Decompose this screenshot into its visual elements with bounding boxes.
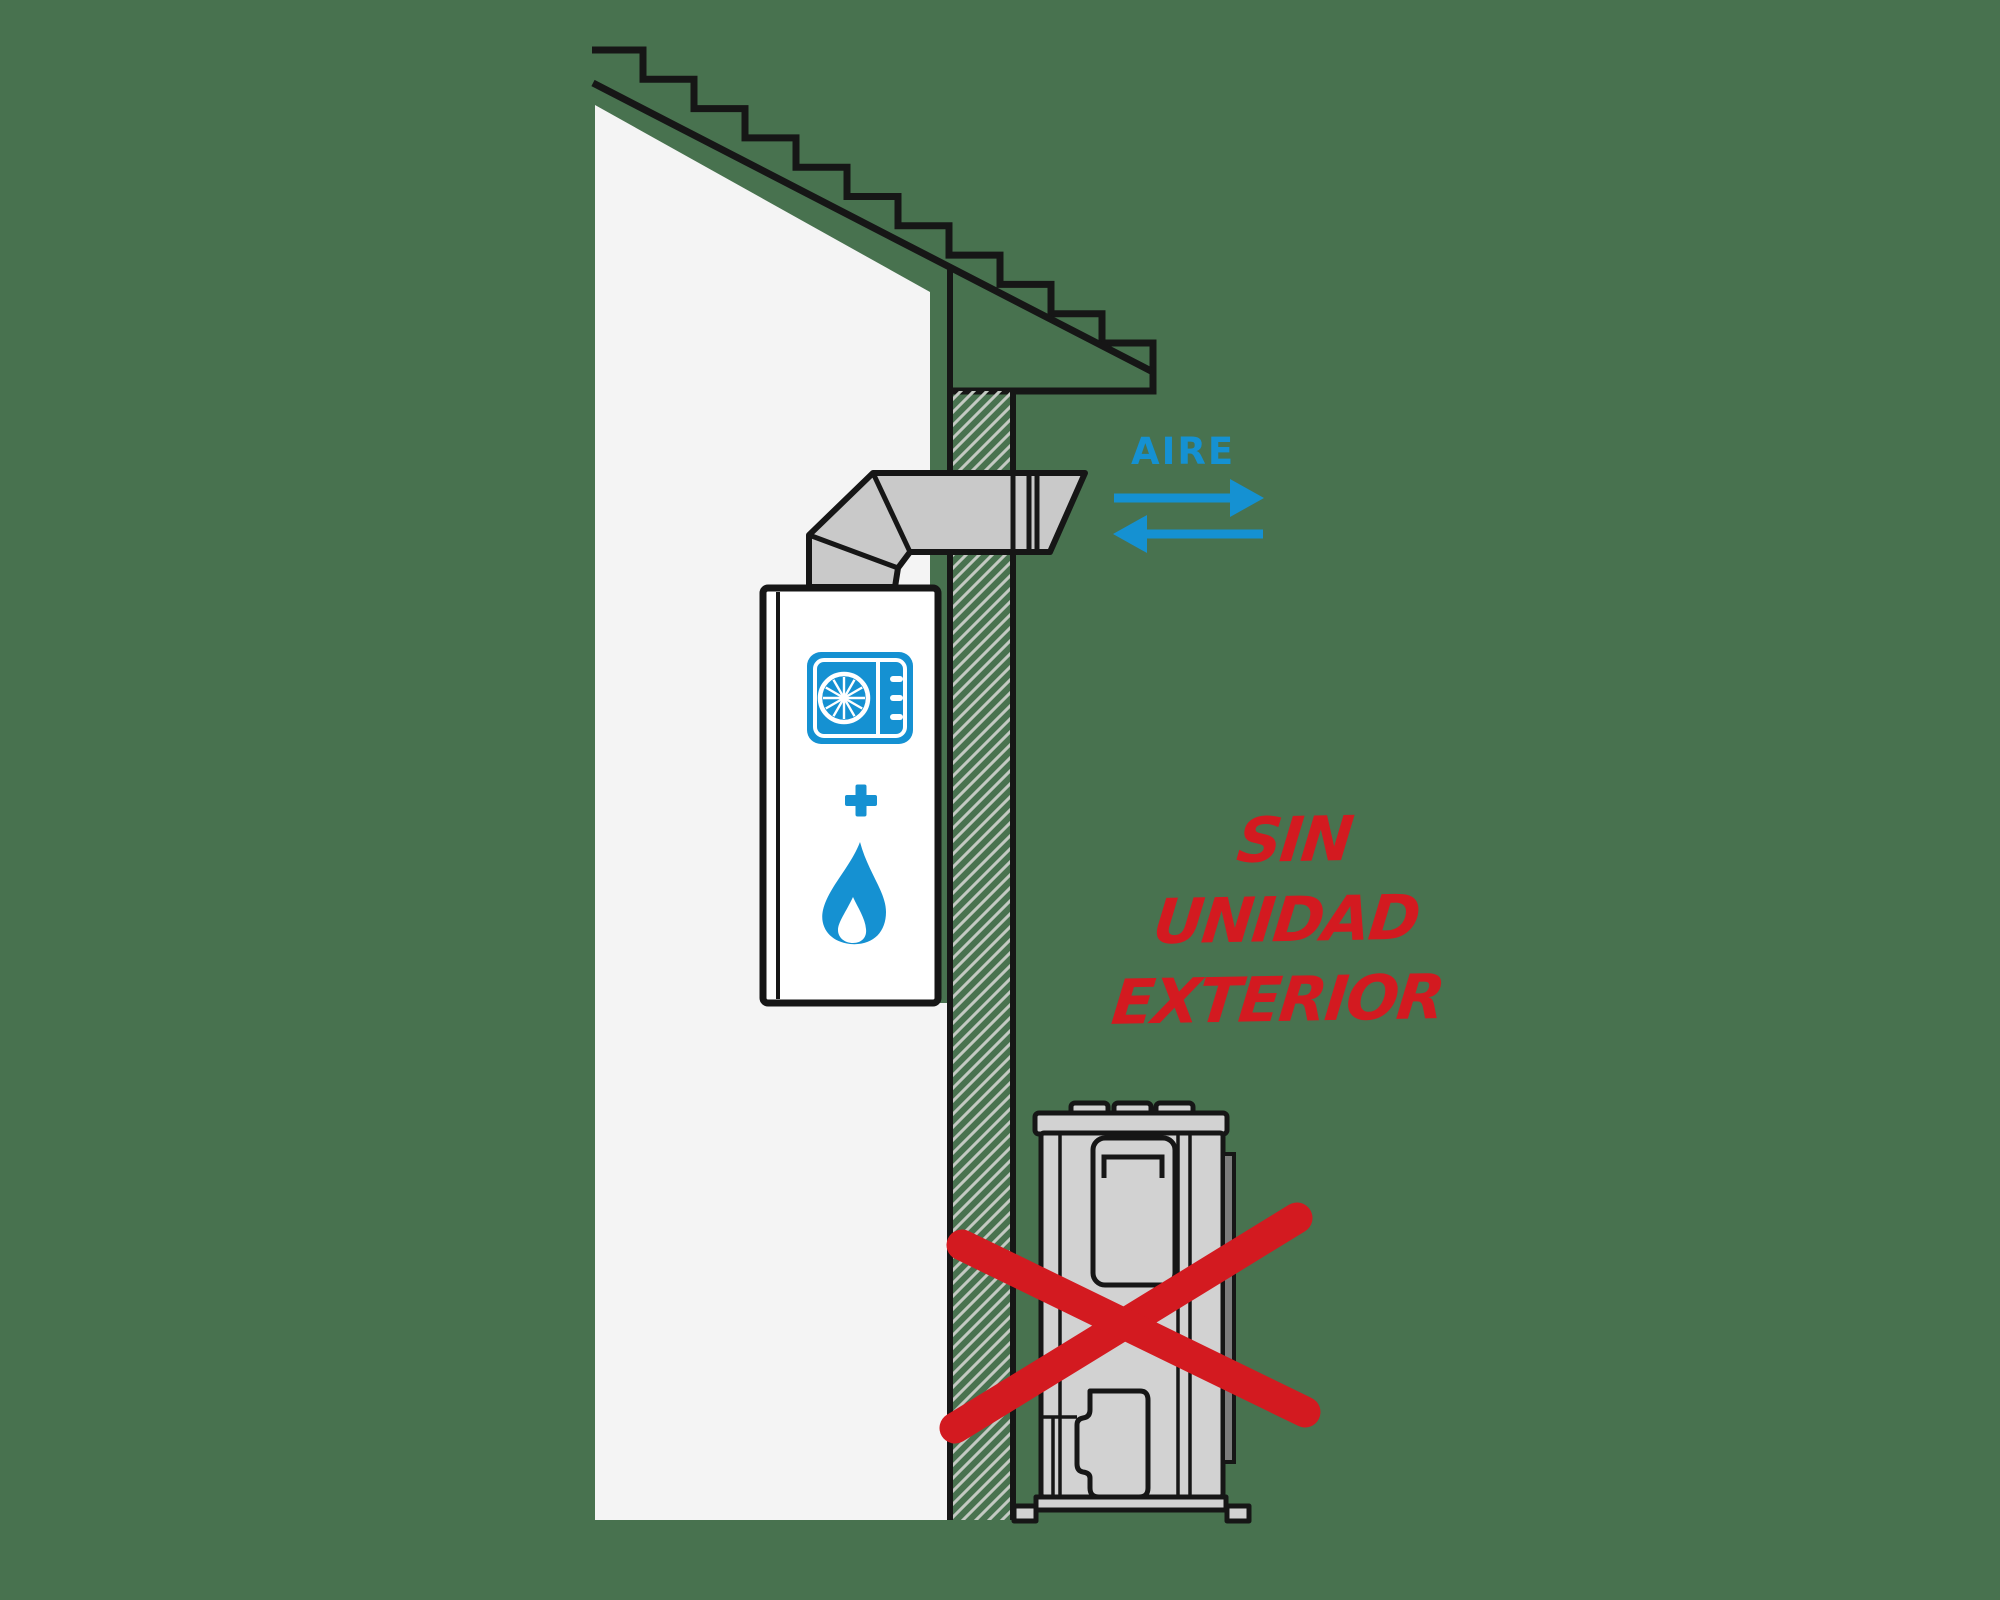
roof-shingles (592, 46, 1157, 373)
roof (591, 46, 1157, 395)
no-outdoor-unit-line1: SIN (1233, 802, 1356, 877)
air-arrows (1113, 479, 1264, 553)
flue-duct (806, 470, 1088, 590)
gas-flame-icon (822, 842, 886, 945)
no-outdoor-unit-line2: UNIDAD (1149, 880, 1423, 959)
unit-foot-left (1011, 1503, 1039, 1524)
no-outdoor-unit-label: SIN UNIDAD EXTERIOR (1043, 796, 1529, 1044)
air-label: AIRE (1131, 430, 1236, 473)
unit-grille-bracket (1101, 1154, 1165, 1178)
unit-foot-right (1224, 1503, 1252, 1524)
roof-fascia (950, 370, 1157, 395)
wall-hatch-fill (950, 391, 1013, 1520)
unit-side-tab (1221, 1152, 1236, 1464)
vent-dashes-icon (890, 676, 903, 720)
exterior-wall-section (947, 391, 1016, 1520)
air-arrow-right-icon (1114, 479, 1264, 517)
unit-lower-panel (1074, 1388, 1151, 1500)
air-arrow-left-icon (1113, 515, 1263, 553)
no-outdoor-unit-line3: EXTERIOR (1108, 960, 1447, 1039)
duct-elbow-seam-upper (870, 471, 913, 554)
fan-icon (817, 671, 871, 725)
outdoor-unit (1011, 1100, 1252, 1524)
heat-pump-unit-icon (807, 652, 913, 744)
hybrid-boiler (759, 584, 942, 1007)
duct-elbow-seam-lower (808, 532, 899, 571)
unit-front-grille (1090, 1135, 1178, 1288)
cross-out-icon (939, 1202, 1321, 1444)
plus-icon (845, 784, 877, 817)
roof-underside (591, 79, 1155, 376)
